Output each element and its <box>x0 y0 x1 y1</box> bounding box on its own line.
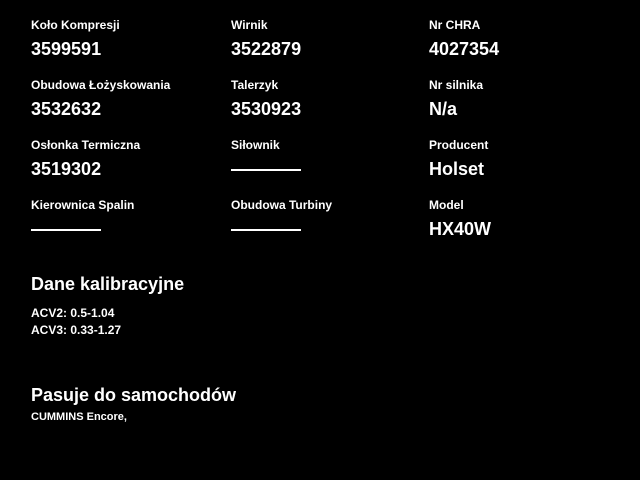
field-label: Model <box>429 198 464 212</box>
fits-section: Pasuje do samochodów CUMMINS Encore, <box>31 385 620 423</box>
field-nr-silnika: Nr silnika N/a <box>429 78 620 138</box>
field-value: 3519302 <box>31 159 102 179</box>
field-obudowa-turbiny: Obudowa Turbiny <box>231 198 429 258</box>
field-obudowa-lozyskowania: Obudowa Łożyskowania 3532632 <box>31 78 231 138</box>
field-talerzyk: Talerzyk 3530923 <box>231 78 429 138</box>
field-value: 3599591 <box>31 39 102 59</box>
field-label: Producent <box>429 138 489 152</box>
empty-value-dash <box>31 229 101 231</box>
fits-vehicles-text: CUMMINS Encore, <box>31 411 127 423</box>
part-fields-grid: Koło Kompresji 3599591 Wirnik 3522879 Nr… <box>31 18 620 258</box>
calibration-section: Dane kalibracyjne ACV2: 0.5-1.04 ACV3: 0… <box>31 274 620 339</box>
field-nr-chra: Nr CHRA 4027354 <box>429 18 620 78</box>
calibration-line-acv3: ACV3: 0.33-1.27 <box>31 323 122 337</box>
calibration-heading: Dane kalibracyjne <box>31 274 185 294</box>
field-kolo-kompresji: Koło Kompresji 3599591 <box>31 18 231 78</box>
field-label: Kierownica Spalin <box>31 198 135 212</box>
field-label: Wirnik <box>231 18 268 32</box>
field-oslonka-termiczna: Osłonka Termiczna 3519302 <box>31 138 231 198</box>
field-label: Obudowa Turbiny <box>231 198 333 212</box>
field-label: Koło Kompresji <box>31 18 120 32</box>
field-value: 3532632 <box>31 99 102 119</box>
field-model: Model HX40W <box>429 198 620 258</box>
field-label: Obudowa Łożyskowania <box>31 78 171 92</box>
field-label: Osłonka Termiczna <box>31 138 141 152</box>
empty-value-dash <box>231 229 301 231</box>
field-label: Nr silnika <box>429 78 484 92</box>
calibration-values: ACV2: 0.5-1.04 ACV3: 0.33-1.27 <box>31 305 620 339</box>
fits-heading: Pasuje do samochodów <box>31 385 237 405</box>
field-value: Holset <box>429 159 485 179</box>
field-wirnik: Wirnik 3522879 <box>231 18 429 78</box>
field-value: HX40W <box>429 219 492 239</box>
empty-value-dash <box>231 169 301 171</box>
field-label: Nr CHRA <box>429 18 481 32</box>
field-value: N/a <box>429 99 458 119</box>
calibration-line-acv2: ACV2: 0.5-1.04 <box>31 306 115 320</box>
field-kierownica-spalin: Kierownica Spalin <box>31 198 231 258</box>
field-silownik: Siłownik <box>231 138 429 198</box>
field-producent: Producent Holset <box>429 138 620 198</box>
field-value: 4027354 <box>429 39 500 59</box>
field-value: 3530923 <box>231 99 302 119</box>
field-label: Siłownik <box>231 138 280 152</box>
field-label: Talerzyk <box>231 78 279 92</box>
field-value: 3522879 <box>231 39 302 59</box>
